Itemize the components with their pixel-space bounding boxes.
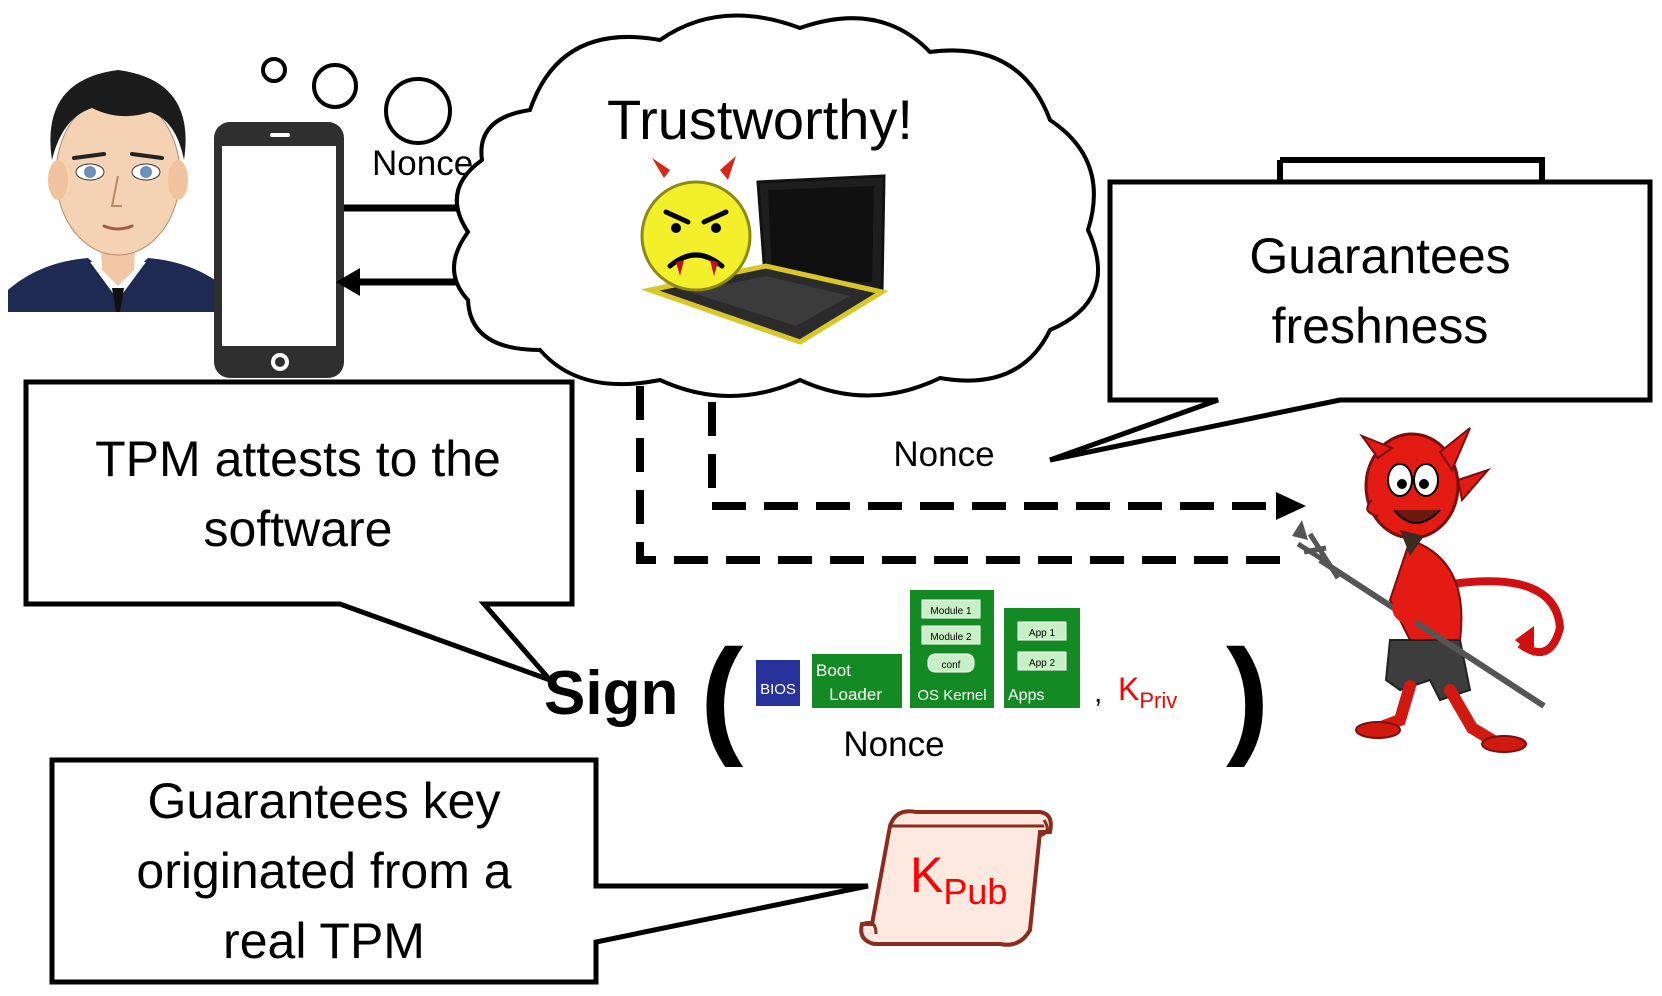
certificate-scroll-icon — [859, 809, 1053, 947]
angry-smiley-icon — [640, 156, 752, 292]
devil-attacker-icon — [1292, 427, 1565, 753]
kpriv-main: K — [1118, 671, 1139, 707]
boot-label-line1: Boot — [816, 661, 851, 680]
bios-label: BIOS — [760, 681, 796, 698]
sign-label: Sign — [544, 659, 678, 728]
freshness-line1: Guarantees — [1249, 228, 1510, 284]
thought-bubble-dots — [261, 57, 452, 145]
module1-label: Module 1 — [930, 606, 972, 617]
trustworthy-label: Trustworthy! — [607, 88, 913, 151]
person-avatar — [8, 70, 228, 312]
smartphone-icon — [214, 122, 344, 378]
app2-label: App 2 — [1029, 658, 1056, 669]
nonce-mid-label: Nonce — [893, 435, 994, 474]
bios-block — [756, 660, 800, 706]
key-line2: originated from a — [136, 843, 511, 899]
apps-label: Apps — [1008, 687, 1044, 704]
kpub-label: KPub — [910, 847, 1007, 912]
close-paren: ) — [1226, 622, 1269, 768]
dashed-nonce-paths — [636, 386, 1306, 564]
laptop-icon — [640, 174, 889, 345]
freshness-callout — [1049, 157, 1653, 463]
attest-line2: software — [204, 501, 393, 557]
key-line3: real TPM — [223, 913, 425, 969]
bootloader-block — [812, 654, 902, 708]
kpub-main: K — [910, 847, 943, 903]
boot-label-line2: Loader — [829, 685, 882, 704]
attest-callout — [23, 379, 575, 686]
os-kernel-label: OS Kernel — [917, 687, 986, 704]
freshness-line2: freshness — [1272, 298, 1489, 354]
module2-label: Module 2 — [930, 632, 972, 643]
app1-label: App 1 — [1029, 628, 1056, 639]
kpriv-label: KPriv — [1118, 671, 1177, 713]
kpriv-sub: Priv — [1139, 688, 1177, 713]
key-callout — [49, 757, 869, 985]
kpub-sub: Pub — [943, 871, 1007, 912]
key-line1: Guarantees key — [148, 773, 501, 829]
attest-line1: TPM attests to the — [95, 431, 501, 487]
software-stack-icon: BIOS Boot Loader Module 1 Module 2 conf … — [756, 590, 1080, 708]
open-paren: ( — [700, 622, 744, 768]
conf-label: conf — [942, 660, 961, 671]
nonce-top-label: Nonce — [372, 144, 473, 183]
comma-label: , — [1094, 676, 1102, 709]
nonce-bottom-label: Nonce — [843, 725, 944, 764]
